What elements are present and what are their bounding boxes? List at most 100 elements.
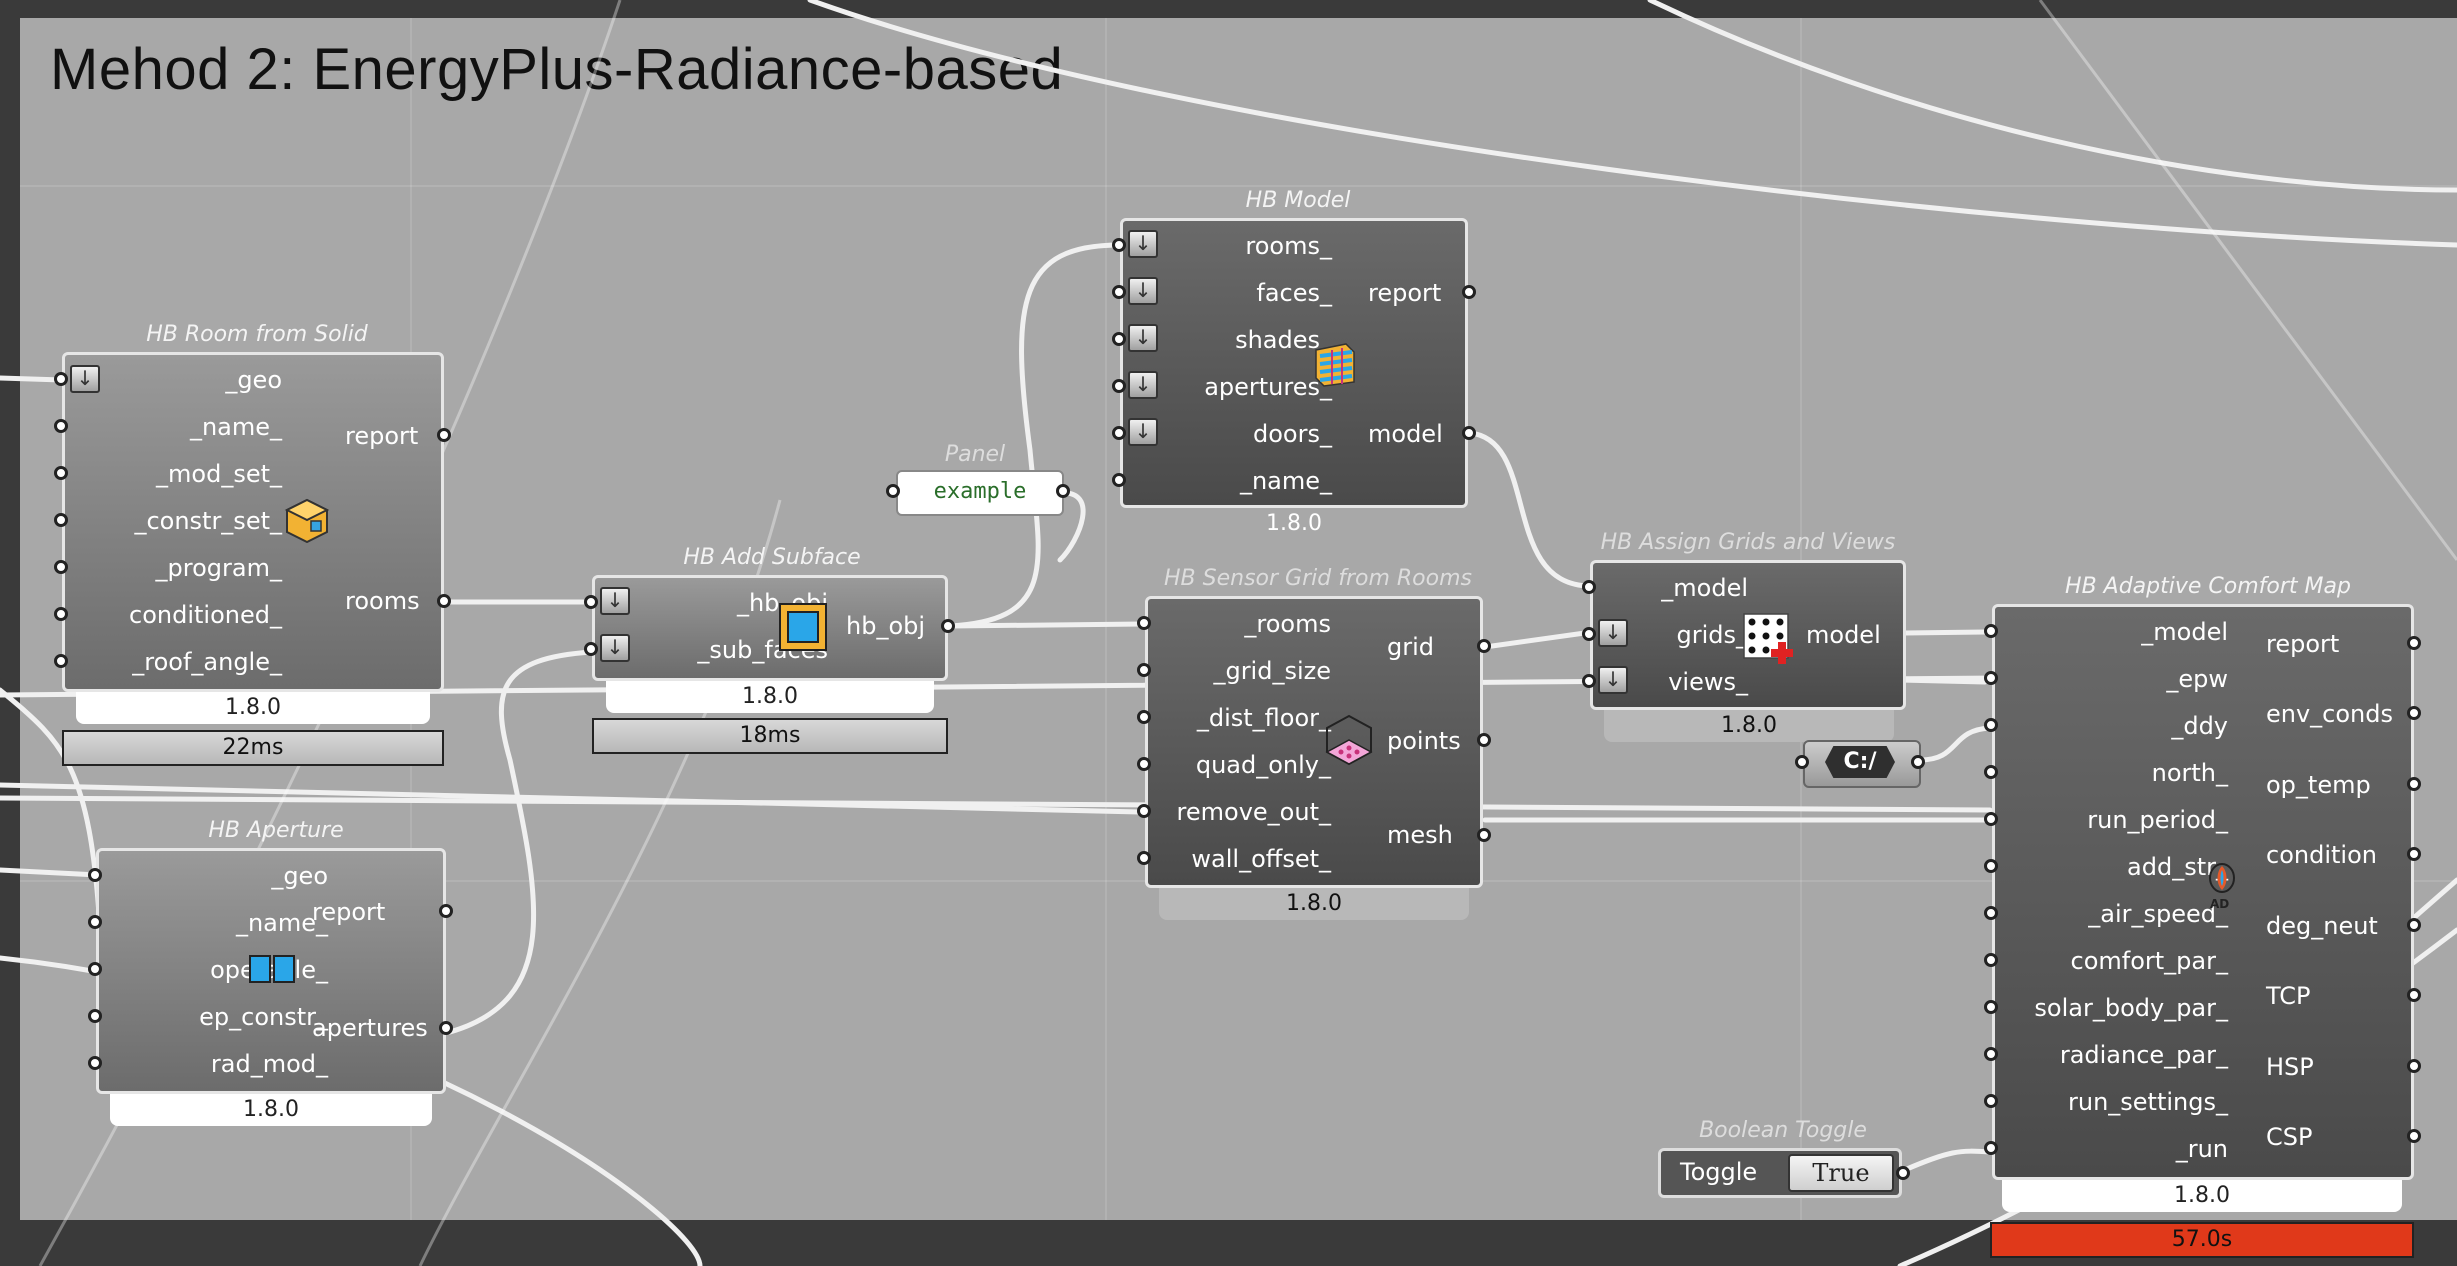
component-body[interactable] (1145, 596, 1483, 888)
input-grip[interactable] (1112, 426, 1126, 440)
flatten-arrow-icon[interactable]: ↓ (1598, 619, 1628, 647)
input-grip[interactable] (1984, 1141, 1998, 1155)
input-grip[interactable] (54, 372, 68, 386)
output-grip[interactable] (1477, 828, 1491, 842)
input-grip[interactable] (1984, 1000, 1998, 1014)
hb-room-from-solid-component[interactable]: HB Room from Solid ↓ _geo _name_ _mod_se… (54, 322, 452, 772)
input-grip[interactable] (88, 868, 102, 882)
hb-model-component[interactable]: HB Model ↓ ↓ ↓ ↓ ↓ rooms_ faces_ shades_… (1112, 188, 1478, 543)
output-grip[interactable] (437, 428, 451, 442)
component-body[interactable] (1120, 218, 1468, 508)
input-grip[interactable] (1112, 332, 1126, 346)
flatten-arrow-icon[interactable]: ↓ (70, 365, 100, 393)
output-grip[interactable] (2407, 988, 2421, 1002)
output-grip[interactable] (439, 904, 453, 918)
output-grip[interactable] (2407, 706, 2421, 720)
input-grip[interactable] (1137, 616, 1151, 630)
input-grip[interactable] (584, 595, 598, 609)
output-grip[interactable] (1896, 1166, 1910, 1180)
output-port: condition (2266, 841, 2377, 869)
input-grip[interactable] (1984, 812, 1998, 826)
flatten-arrow-icon[interactable]: ↓ (1128, 230, 1158, 258)
hb-add-subface-component[interactable]: HB Add Subface ↓ ↓ _hb_obj _sub_faces hb… (584, 545, 955, 760)
component-body[interactable] (1992, 604, 2414, 1180)
flatten-arrow-icon[interactable]: ↓ (1128, 324, 1158, 352)
file-path-param[interactable]: C:/ (1795, 738, 1925, 788)
flatten-arrow-icon[interactable]: ↓ (1128, 418, 1158, 446)
output-grip[interactable] (1056, 484, 1070, 498)
input-grip[interactable] (88, 915, 102, 929)
output-grip[interactable] (439, 1021, 453, 1035)
output-grip[interactable] (437, 594, 451, 608)
input-grip[interactable] (54, 607, 68, 621)
input-grip[interactable] (1137, 710, 1151, 724)
input-grip[interactable] (54, 560, 68, 574)
output-port: mesh (1387, 821, 1453, 849)
input-grip[interactable] (1984, 1047, 1998, 1061)
input-grip[interactable] (1984, 765, 1998, 779)
input-port: radiance_par_ (2059, 1041, 2228, 1069)
flatten-arrow-icon[interactable]: ↓ (1598, 666, 1628, 694)
input-grip[interactable] (1137, 757, 1151, 771)
input-grip[interactable] (88, 1009, 102, 1023)
input-grip[interactable] (1137, 851, 1151, 865)
boolean-toggle-component[interactable]: Boolean Toggle Toggle True (1658, 1118, 1910, 1202)
input-port: _geo (271, 862, 328, 890)
input-grip[interactable] (1984, 1094, 1998, 1108)
input-grip[interactable] (1984, 624, 1998, 638)
output-grip[interactable] (2407, 847, 2421, 861)
input-grip[interactable] (1795, 755, 1809, 769)
input-grip[interactable] (1112, 473, 1126, 487)
toggle-name: Toggle (1680, 1158, 1758, 1186)
input-grip[interactable] (1112, 285, 1126, 299)
input-grip[interactable] (1137, 663, 1151, 677)
output-grip[interactable] (2407, 777, 2421, 791)
output-grip[interactable] (1477, 733, 1491, 747)
input-grip[interactable] (886, 484, 900, 498)
input-grip[interactable] (54, 466, 68, 480)
output-grip[interactable] (941, 619, 955, 633)
output-grip[interactable] (1462, 426, 1476, 440)
hb-adaptive-comfort-map-component[interactable]: HB Adaptive Comfort Map _model _epw _ddy… (1984, 574, 2428, 1266)
input-grip[interactable] (54, 419, 68, 433)
output-grip[interactable] (2407, 918, 2421, 932)
input-grip[interactable] (1984, 953, 1998, 967)
input-port: comfort_par_ (2070, 947, 2228, 975)
flatten-arrow-icon[interactable]: ↓ (1128, 371, 1158, 399)
input-grip[interactable] (1582, 580, 1596, 594)
input-grip[interactable] (1112, 379, 1126, 393)
panel-component[interactable]: Panel example (886, 442, 1070, 516)
input-grip[interactable] (1984, 906, 1998, 920)
output-grip[interactable] (2407, 1059, 2421, 1073)
input-port: _model (1661, 574, 1748, 602)
hb-aperture-component[interactable]: HB Aperture _geo _name_ operable_ ep_con… (88, 818, 456, 1138)
flatten-arrow-icon[interactable]: ↓ (600, 634, 630, 662)
flatten-arrow-icon[interactable]: ↓ (1128, 277, 1158, 305)
input-grip[interactable] (1582, 674, 1596, 688)
toggle-value[interactable]: True (1788, 1154, 1894, 1192)
input-grip[interactable] (1582, 627, 1596, 641)
component-body[interactable] (592, 575, 948, 681)
hb-assign-grids-views-component[interactable]: HB Assign Grids and Views ↓ ↓ _model gri… (1582, 530, 1908, 750)
output-grip[interactable] (1477, 639, 1491, 653)
input-grip[interactable] (584, 642, 598, 656)
canvas-title: Mehod 2: EnergyPlus-Radiance-based (50, 37, 1064, 102)
input-grip[interactable] (1984, 859, 1998, 873)
input-grip[interactable] (54, 654, 68, 668)
output-grip[interactable] (2407, 636, 2421, 650)
input-grip[interactable] (1112, 238, 1126, 252)
input-grip[interactable] (1984, 671, 1998, 685)
output-grip[interactable] (2407, 1129, 2421, 1143)
input-grip[interactable] (1984, 718, 1998, 732)
input-grip[interactable] (1137, 804, 1151, 818)
hb-sensor-grid-component[interactable]: HB Sensor Grid from Rooms _rooms _grid_s… (1137, 566, 1493, 926)
input-grip[interactable] (88, 962, 102, 976)
panel-text[interactable]: example (896, 470, 1064, 516)
input-grip[interactable] (54, 513, 68, 527)
output-grip[interactable] (1462, 285, 1476, 299)
component-label: HB Aperture (208, 818, 344, 843)
flatten-arrow-icon[interactable]: ↓ (600, 587, 630, 615)
input-grip[interactable] (88, 1056, 102, 1070)
output-grip[interactable] (1911, 755, 1925, 769)
